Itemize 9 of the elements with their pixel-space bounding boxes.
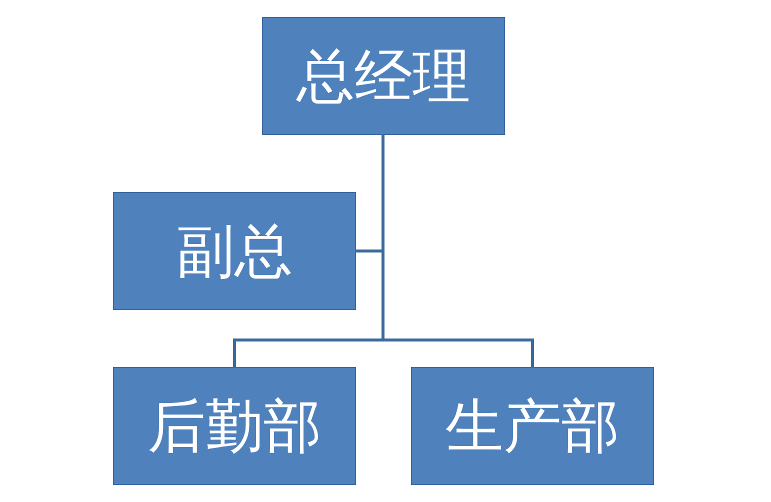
org-title: 生产部 bbox=[446, 397, 620, 455]
connector-line bbox=[382, 135, 534, 367]
org-title: 后勤部 bbox=[148, 397, 322, 455]
org-box bbox=[262, 17, 505, 135]
org-box bbox=[113, 192, 356, 310]
org-title: 副总 bbox=[176, 222, 292, 280]
org-box bbox=[411, 367, 654, 485]
org-box bbox=[113, 367, 356, 485]
org-title: 总经理 bbox=[296, 47, 470, 105]
